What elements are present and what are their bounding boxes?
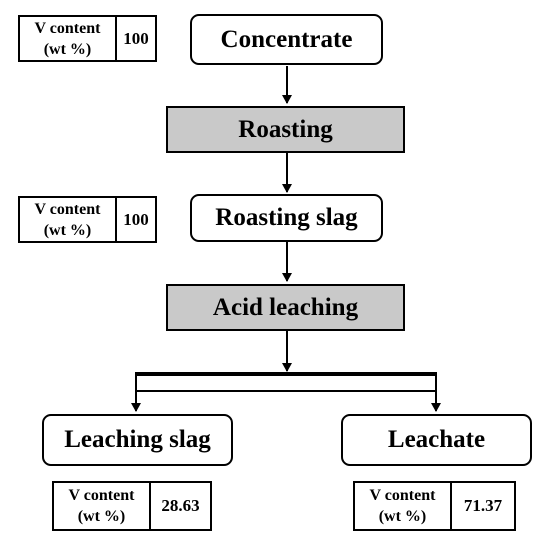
v-content-value: 71.37 — [463, 496, 503, 515]
v-content-label-line2: (wt %) — [378, 508, 427, 525]
v-content-label: V content (wt %) — [54, 483, 151, 529]
v-content-label-line1: V content — [34, 19, 101, 37]
v-content-table-concentrate: V content (wt %) 100 — [18, 15, 157, 62]
node-leachate: Leachate — [341, 414, 532, 466]
v-content-table-leaching-slag: V content (wt %) 28.63 — [52, 481, 212, 531]
v-content-label-line2: (wt %) — [43, 40, 92, 58]
v-content-table-roasting-slag: V content (wt %) 100 — [18, 196, 157, 243]
node-concentrate: Concentrate — [190, 14, 383, 65]
node-acid-leaching: Acid leaching — [166, 284, 405, 331]
v-content-label-line2: (wt %) — [43, 221, 92, 239]
v-content-label: V content (wt %) — [20, 17, 117, 60]
v-content-label-line2: (wt %) — [77, 508, 126, 525]
node-roasting: Roasting — [166, 106, 405, 153]
v-content-label-line1: V content — [369, 487, 436, 504]
v-content-label-line1: V content — [68, 487, 135, 504]
v-content-label: V content (wt %) — [20, 198, 117, 241]
v-content-value: 100 — [123, 28, 149, 48]
v-content-value: 28.63 — [161, 496, 200, 515]
node-leaching-slag: Leaching slag — [42, 414, 233, 466]
v-content-table-leachate: V content (wt %) 71.37 — [353, 481, 516, 531]
v-content-value: 100 — [123, 209, 149, 229]
node-roasting-slag: Roasting slag — [190, 194, 383, 242]
v-content-label: V content (wt %) — [355, 483, 452, 529]
v-content-label-line1: V content — [34, 200, 101, 218]
